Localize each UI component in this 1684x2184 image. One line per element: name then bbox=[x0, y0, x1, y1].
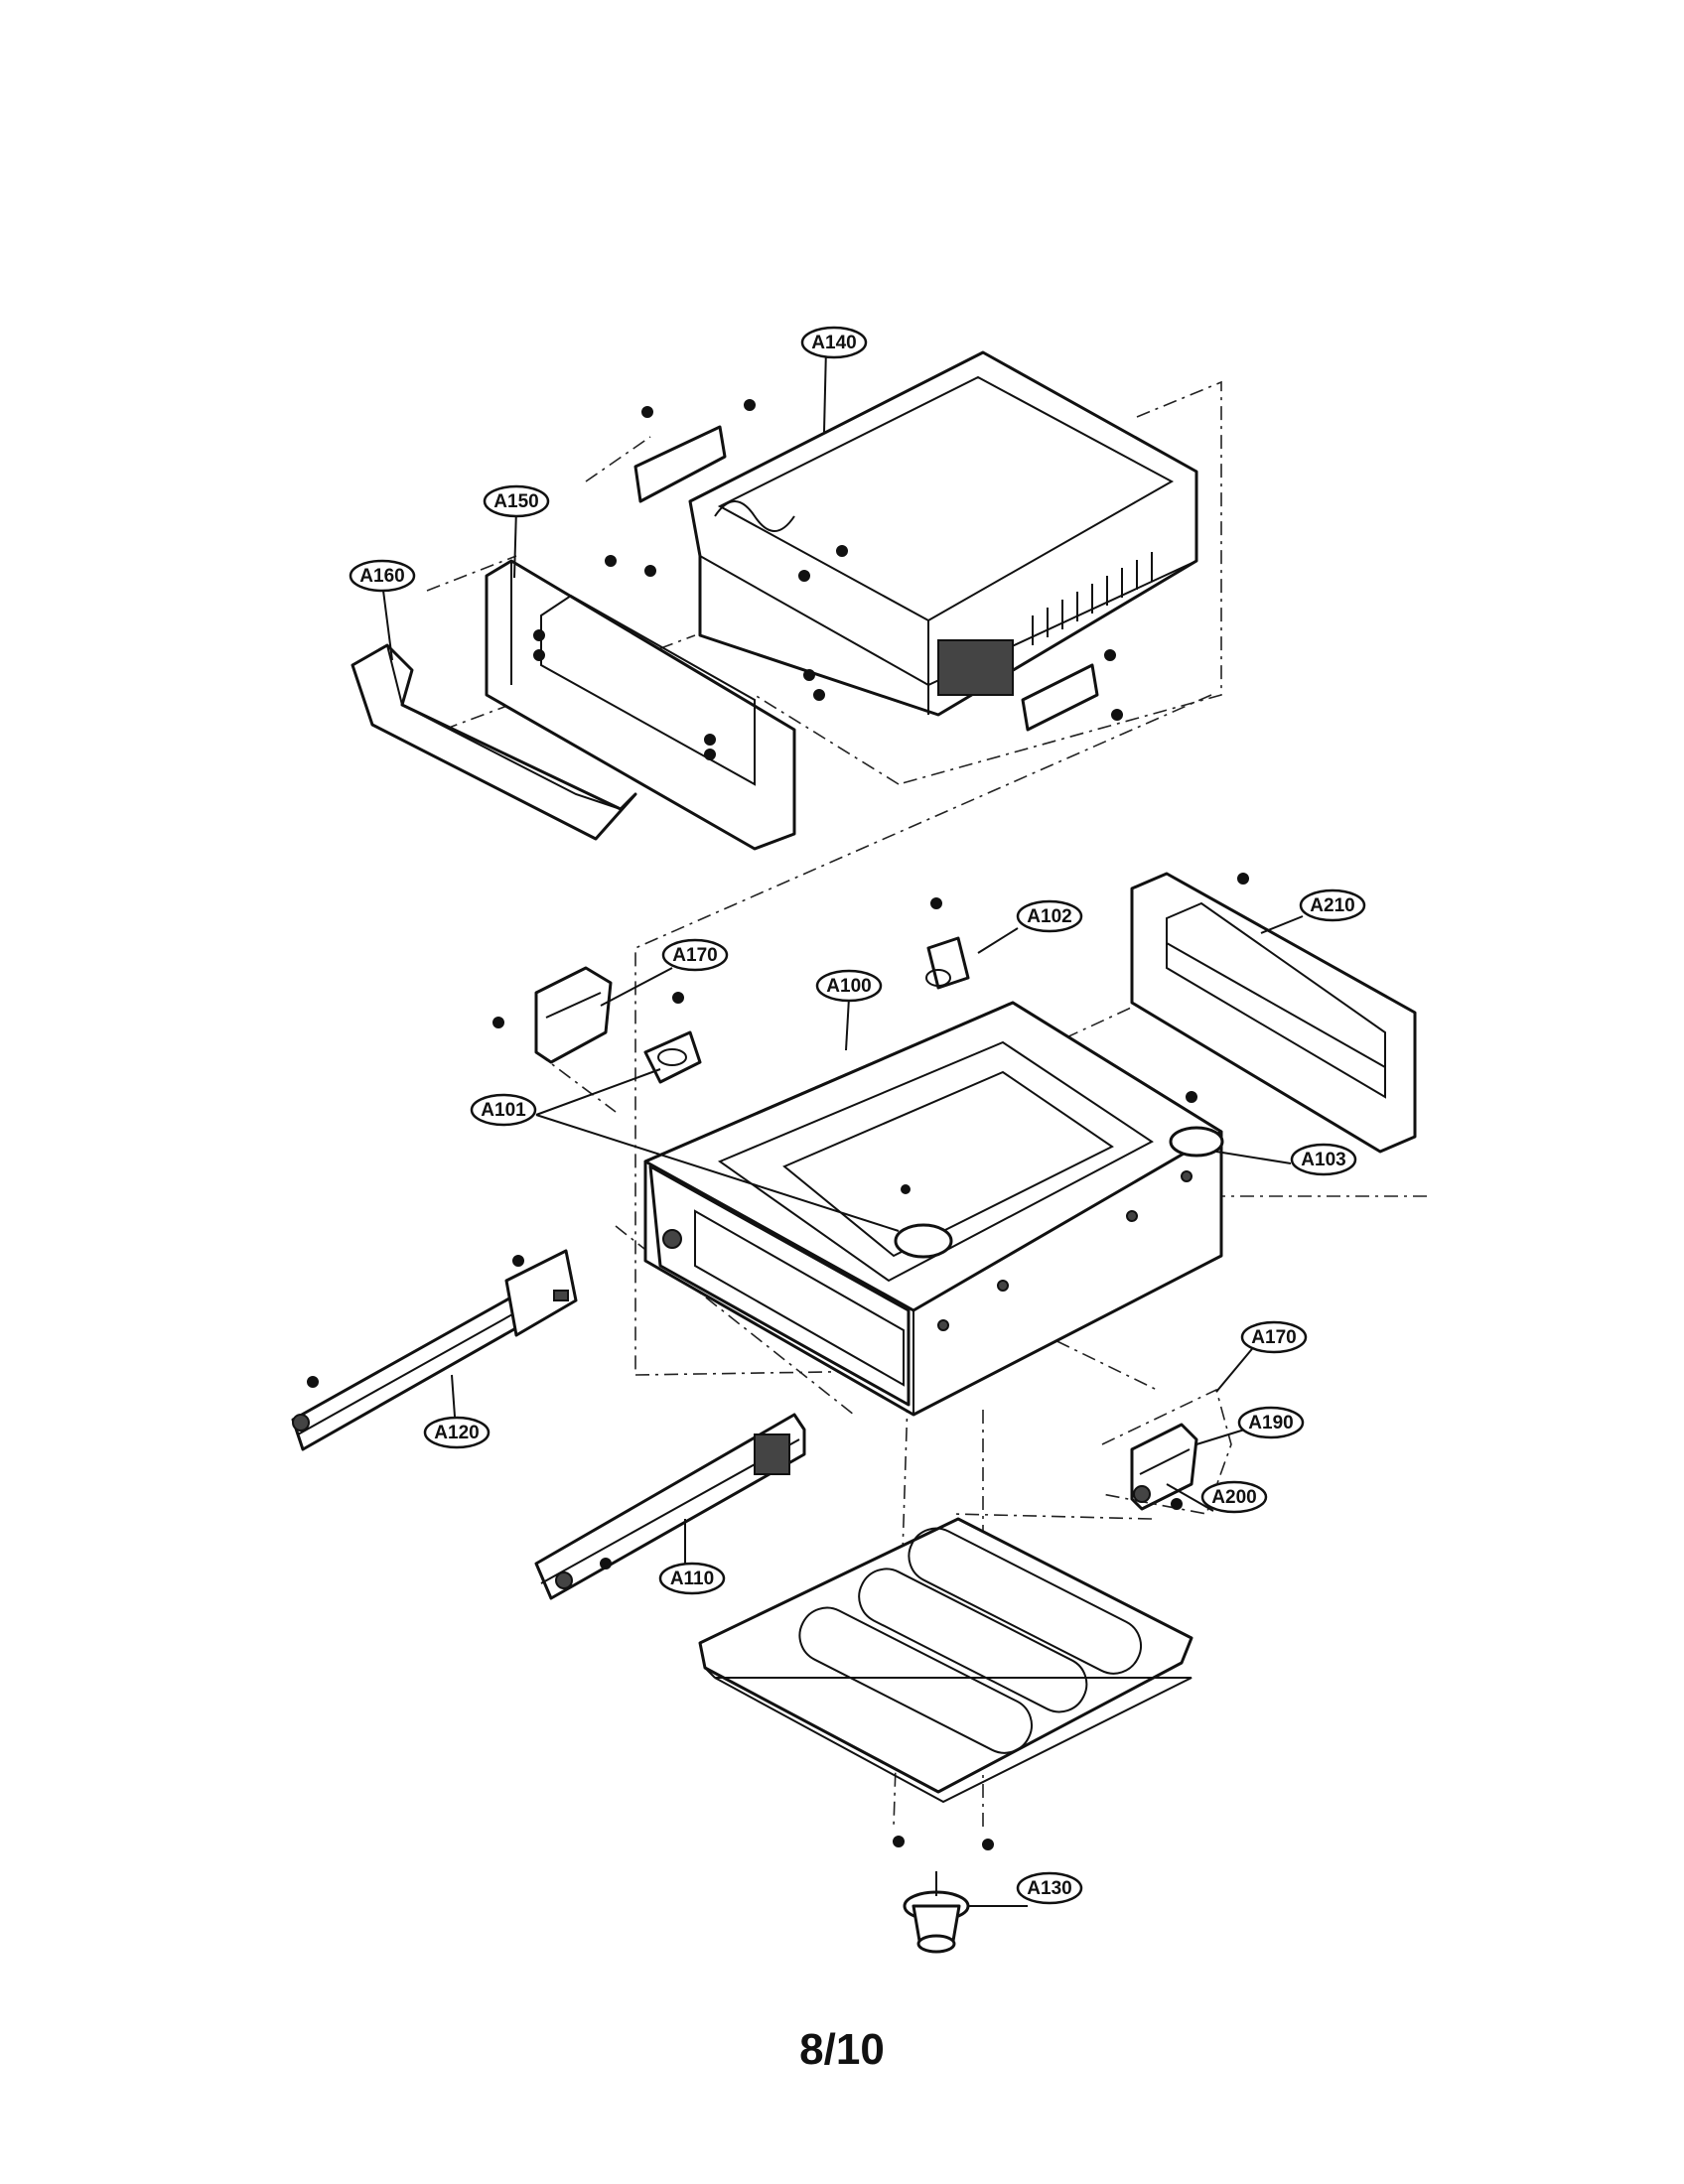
callout-a110: A110 bbox=[658, 1562, 726, 1595]
callout-a100: A100 bbox=[815, 969, 883, 1003]
svg-text:A170: A170 bbox=[672, 945, 717, 966]
slide-rail-a110 bbox=[534, 1413, 806, 1600]
svg-text:A200: A200 bbox=[1211, 1487, 1256, 1508]
crisper-drawer-a140 bbox=[688, 350, 1198, 717]
drawer-front-a150 bbox=[485, 555, 825, 851]
svg-text:A210: A210 bbox=[1310, 895, 1354, 916]
callout-a103: A103 bbox=[1290, 1143, 1357, 1176]
svg-text:A190: A190 bbox=[1248, 1413, 1293, 1433]
svg-text:A110: A110 bbox=[670, 1569, 714, 1589]
svg-text:A170: A170 bbox=[1251, 1327, 1296, 1348]
page-number: 8/10 bbox=[799, 2025, 885, 2074]
svg-text:A130: A130 bbox=[1027, 1878, 1071, 1899]
bottom-cover bbox=[698, 1517, 1193, 1804]
callout-a120: A120 bbox=[423, 1416, 491, 1449]
drawer-brackets bbox=[633, 399, 1123, 732]
leveling-foot-a130 bbox=[903, 1871, 970, 1954]
svg-text:A103: A103 bbox=[1301, 1150, 1345, 1170]
svg-text:A150: A150 bbox=[493, 491, 538, 512]
svg-text:A140: A140 bbox=[811, 333, 856, 353]
hinge-parts bbox=[643, 897, 1224, 1158]
callout-a190: A190 bbox=[1237, 1406, 1305, 1439]
callout-a160: A160 bbox=[349, 559, 416, 593]
callout-a170-top: A170 bbox=[661, 938, 729, 972]
rear-cover-a210 bbox=[1130, 872, 1417, 1154]
callout-a200: A200 bbox=[1200, 1480, 1268, 1514]
callout-a170-right: A170 bbox=[1240, 1320, 1308, 1354]
bracket-group-right bbox=[1101, 1388, 1232, 1515]
callout-a130: A130 bbox=[1016, 1871, 1083, 1905]
enclosure-a100 bbox=[643, 1001, 1223, 1417]
callout-a210: A210 bbox=[1299, 888, 1366, 922]
svg-text:A100: A100 bbox=[826, 976, 871, 997]
svg-text:A160: A160 bbox=[359, 566, 404, 587]
callout-a140: A140 bbox=[800, 326, 868, 359]
drawer-handle-a160 bbox=[351, 643, 637, 841]
callout-a150: A150 bbox=[483, 484, 550, 518]
svg-text:A120: A120 bbox=[434, 1423, 479, 1443]
callout-a102: A102 bbox=[1016, 899, 1083, 933]
bottom-screws bbox=[893, 1836, 994, 1850]
bracket-a170-top bbox=[492, 966, 613, 1064]
svg-text:A101: A101 bbox=[481, 1100, 526, 1121]
slide-rail-a120 bbox=[291, 1249, 578, 1451]
callout-a101: A101 bbox=[470, 1093, 537, 1127]
svg-text:A102: A102 bbox=[1027, 906, 1071, 927]
